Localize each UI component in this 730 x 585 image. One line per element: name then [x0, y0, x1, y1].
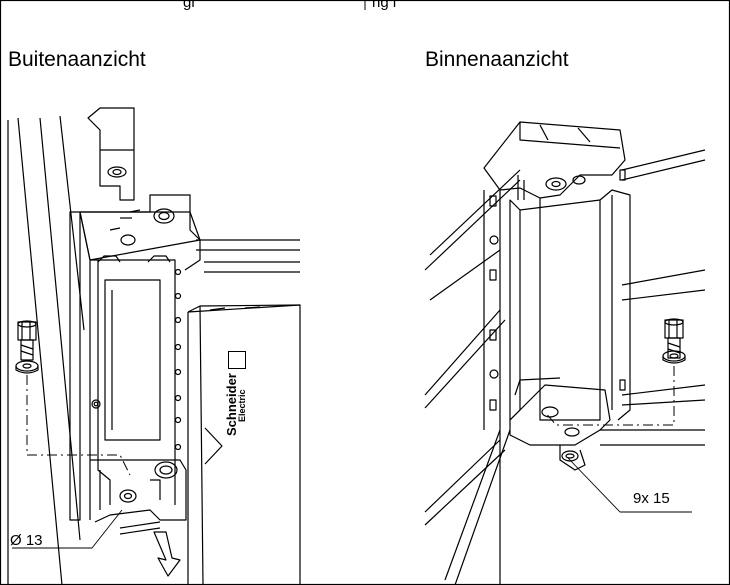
rack-slots [489, 169, 626, 411]
cut-off-caption-left: gi [183, 0, 195, 11]
logo-sub-text: Electric [237, 389, 247, 422]
chevron-right-icon [204, 427, 223, 465]
perforation-holes [174, 268, 182, 451]
outside-view-title: Buitenaanzicht [8, 48, 146, 71]
inside-view-title: Binnenaanzicht [425, 48, 569, 71]
logo-brand-text: Schneider [224, 373, 239, 436]
hole-diameter-callout: Ø 13 [10, 532, 43, 549]
inside-view-drawing [424, 121, 706, 585]
slot-size-callout: 9x 15 [633, 490, 670, 507]
logo-mark-icon [228, 351, 246, 370]
down-arrow-icon [153, 531, 181, 577]
washer-icon-right [662, 350, 686, 364]
washer-icon [15, 360, 39, 374]
cap-screw-icon [17, 320, 37, 361]
schneider-electric-logo: Schneider Electric [224, 326, 250, 436]
outside-view-drawing [7, 107, 301, 585]
cut-off-caption-right: ng i [372, 0, 397, 11]
